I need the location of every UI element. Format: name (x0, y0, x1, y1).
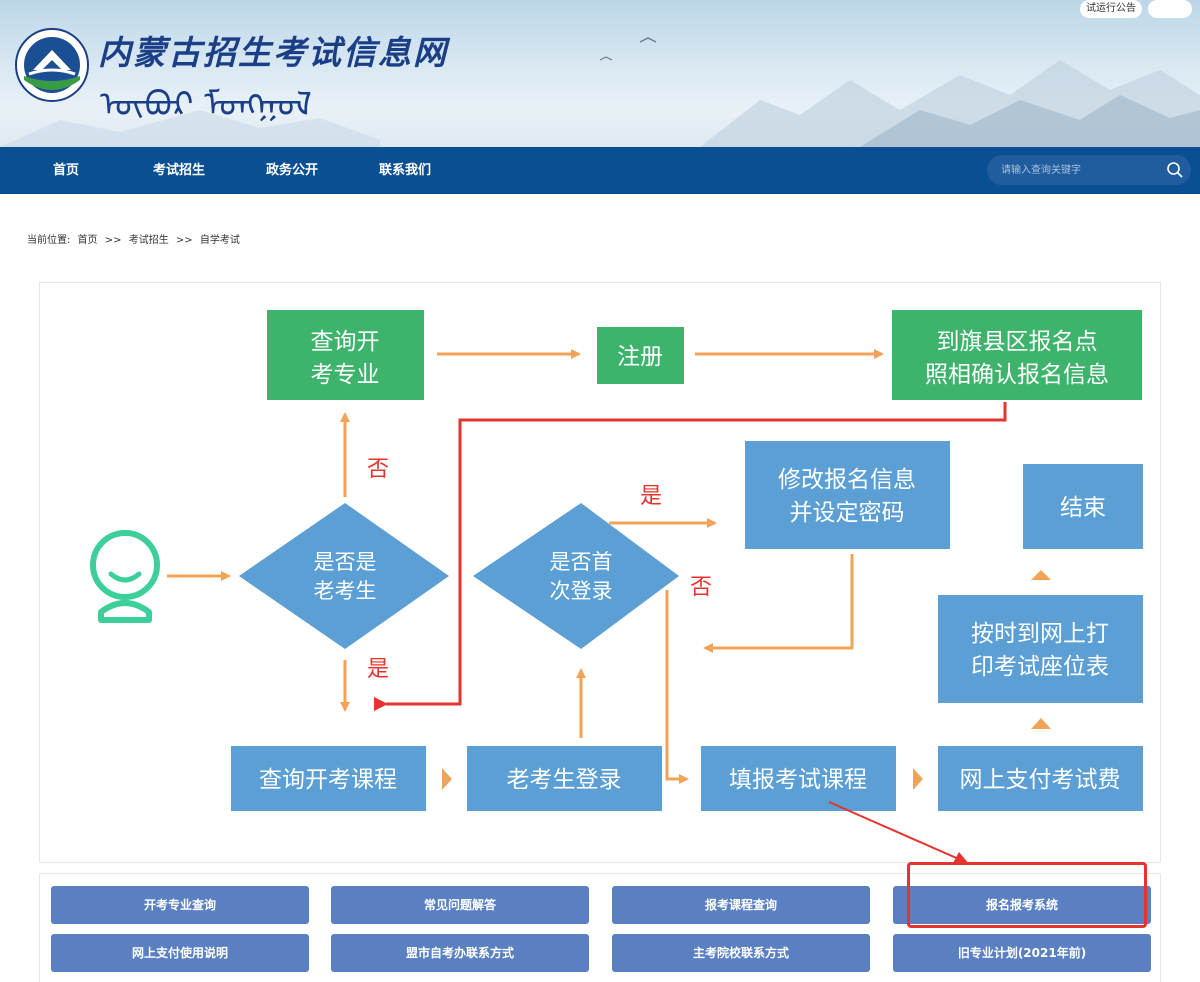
person-icon (90, 530, 160, 623)
breadcrumb: 当前位置: 首页 >> 考试招生 >> 自学考试 (27, 231, 244, 246)
node-modify-info (745, 441, 950, 549)
node-confirm-info (892, 310, 1142, 400)
node-print-line1: 按时到网上打 (971, 621, 1109, 647)
node-confirm-line2: 照相确认报名信息 (925, 362, 1109, 388)
label-yes-1: 是 (367, 657, 389, 682)
node-query-course (231, 746, 426, 811)
decision-first-login (473, 503, 679, 649)
search-input[interactable] (1001, 161, 1161, 179)
mongolian-site-title: ᠥᠪᠦᠷ ᠮᠣᠩᠭᠣᠯ (100, 85, 312, 125)
node-end (1023, 464, 1143, 549)
node-fill-course-text: 填报考试课程 (729, 767, 867, 793)
nav-item-home[interactable]: 首页 (53, 163, 80, 178)
node-pay-fee (938, 746, 1143, 811)
node-query-course-text: 查询开考课程 (259, 767, 397, 793)
label-no-2: 否 (690, 575, 712, 600)
search-box[interactable] (987, 155, 1191, 185)
label-no-1: 否 (367, 457, 389, 482)
breadcrumb-separator: >> (175, 235, 193, 246)
flowchart-image: 查询开 考专业 注册 到旗县区报名点 照相确认报名信息 是否是 老考生 否 是 … (90, 310, 1143, 863)
decision-first-login-line1: 是否首 (550, 550, 613, 574)
node-register (597, 327, 684, 384)
node-query-major-line1: 查询开 (311, 329, 380, 355)
nav-item-exam-admission[interactable]: 考试招生 (153, 163, 206, 178)
link-registration-system[interactable]: 报名报考系统 (893, 886, 1151, 924)
link-major-query[interactable]: 开考专业查询 (51, 886, 309, 924)
node-print-seat (938, 595, 1143, 703)
node-modify-line1: 修改报名信息 (778, 467, 916, 493)
node-pay-fee-text: 网上支付考试费 (960, 767, 1121, 793)
search-icon[interactable] (1166, 161, 1184, 179)
top-blank-link[interactable] (1148, 0, 1192, 18)
node-query-major-line2: 考专业 (311, 362, 380, 388)
site-title: 内蒙古招生考试信息网 (98, 33, 448, 72)
node-query-major (267, 310, 424, 400)
nav-item-contact-us[interactable]: 联系我们 (379, 163, 432, 178)
node-fill-course (701, 746, 896, 811)
node-register-text: 注册 (617, 344, 663, 370)
link-course-query[interactable]: 报考课程查询 (612, 886, 870, 924)
breadcrumb-label: 当前位置: (27, 235, 71, 246)
link-league-office-contacts[interactable]: 盟市自考办联系方式 (331, 934, 589, 972)
mountain-scenery (0, 37, 1200, 147)
quick-links-panel (39, 873, 1161, 982)
breadcrumb-item-exam-admission[interactable]: 考试招生 (128, 235, 169, 246)
breadcrumb-item-home[interactable]: 首页 (77, 235, 98, 246)
breadcrumb-item-self-study-exam[interactable]: 自学考试 (199, 235, 240, 246)
link-host-college-contacts[interactable]: 主考院校联系方式 (612, 934, 870, 972)
trial-notice-link[interactable]: 试运行公告 (1080, 0, 1142, 18)
nav-item-government-affairs[interactable]: 政务公开 (266, 163, 319, 178)
node-modify-line2: 并设定密码 (790, 500, 905, 526)
decision-old-examinee (239, 503, 449, 649)
decision-old-examinee-line1: 是否是 (314, 550, 377, 574)
decision-first-login-line2: 次登录 (550, 579, 613, 603)
link-online-payment-guide[interactable]: 网上支付使用说明 (51, 934, 309, 972)
decision-old-examinee-line2: 老考生 (314, 579, 377, 603)
node-end-text: 结束 (1060, 495, 1106, 521)
site-logo[interactable] (15, 28, 89, 102)
breadcrumb-separator: >> (104, 235, 122, 246)
link-old-major-plan[interactable]: 旧专业计划(2021年前) (893, 934, 1151, 972)
label-yes-2: 是 (640, 484, 662, 509)
header-banner: 内蒙古招生考试信息网 ᠥᠪᠦᠷ ᠮᠣᠩᠭᠣᠯ (0, 0, 1200, 147)
node-old-login (467, 746, 662, 811)
node-print-line2: 印考试座位表 (971, 654, 1109, 680)
node-confirm-line1: 到旗县区报名点 (937, 329, 1098, 355)
node-old-login-text: 老考生登录 (507, 767, 622, 793)
link-faq[interactable]: 常见问题解答 (331, 886, 589, 924)
highlight-outline (907, 862, 1147, 928)
